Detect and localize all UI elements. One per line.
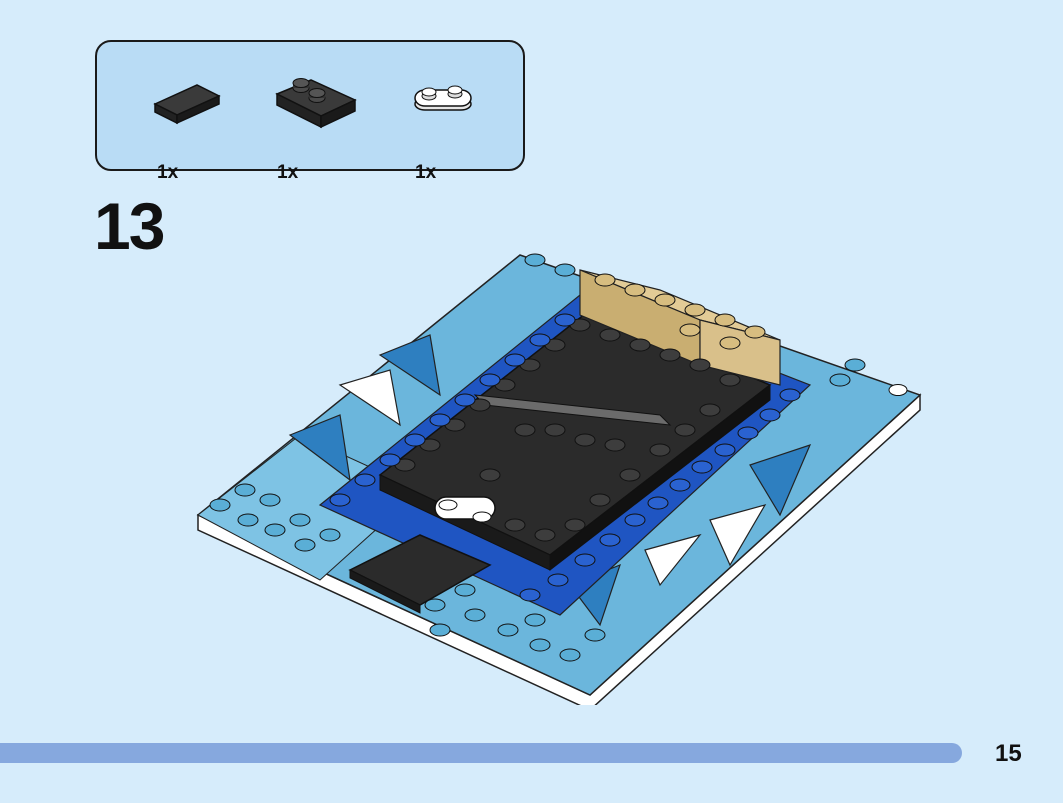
part-tile: 1x xyxy=(147,72,257,183)
part-round-plate: 1x xyxy=(407,72,517,183)
black-tile-icon xyxy=(153,84,221,125)
tan-studs xyxy=(594,273,766,350)
black-plate-icon xyxy=(275,78,357,129)
part-quantity: 1x xyxy=(157,162,179,183)
step-number: 13 xyxy=(94,189,165,263)
progress-bar xyxy=(0,743,962,763)
page-number: 15 xyxy=(995,740,1022,767)
parts-callout: 1x 1x 1x xyxy=(95,40,525,183)
part-quantity: 1x xyxy=(415,162,437,183)
part-plate: 1x xyxy=(269,72,379,183)
blue-studs xyxy=(329,313,801,602)
white-round-plate-icon xyxy=(414,85,472,111)
model-illustration xyxy=(196,253,922,705)
part-quantity: 1x xyxy=(277,162,299,183)
light-blue-studs xyxy=(209,253,866,662)
black-studs xyxy=(394,318,741,542)
